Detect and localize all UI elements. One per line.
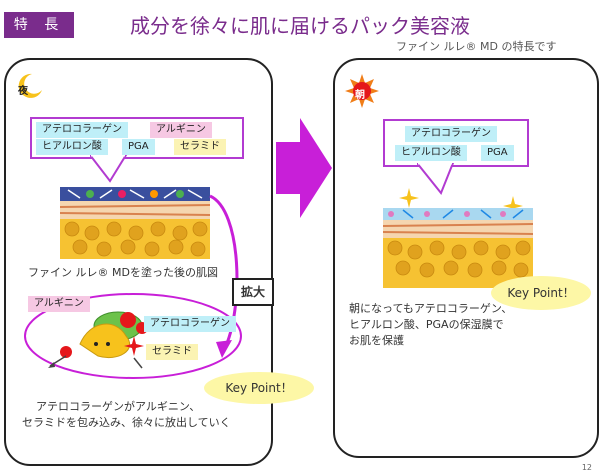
night-skin-caption: ファイン ルレ® MDを塗った後の肌図 [28,266,218,279]
morning-description-line1: 朝になってもアテロコラーゲン、 [349,302,513,315]
night-description-line2: セラミドを包み込み、徐々に放出していく [22,416,231,429]
zoom-molecule-art [48,311,148,369]
tag-pga-morning: PGA [481,145,514,161]
zoom-label: 拡大 [232,278,274,306]
night-description-line1: アテロコラーゲンがアルギニン、 [36,400,201,413]
morning-description-line2: ヒアルロン酸、PGAの保湿膜で [349,318,504,331]
night-label: 夜 [18,86,28,97]
tag-ceramide: セラミド [174,139,226,155]
page-title: 成分を徐々に肌に届けるパック美容液 [130,14,470,38]
night-panel: 夜 アテロコラーゲン アルギニン ヒアルロン酸 PGA セラミド [4,58,314,466]
page-number: 12 [581,463,592,472]
tag-atelocollagen: アテロコラーゲン [36,122,128,138]
night-ingredient-callout: アテロコラーゲン アルギニン ヒアルロン酸 PGA セラミド [30,117,244,159]
tag-atelocollagen-morning: アテロコラーゲン [405,126,497,142]
morning-panel: 朝 アテロコラーゲン ヒアルロン酸 PGA [333,58,599,458]
zoom-tag-ceramide: セラミド [146,344,198,360]
night-key-point: Key Point！ [204,372,314,404]
zoom-oval [24,293,242,379]
morning-description-line3: お肌を保護 [349,334,404,347]
callout-pointer [90,155,128,183]
morning-skin-diagram [383,208,533,288]
zoom-arrow [209,194,239,358]
tag-hyaluronic-acid: ヒアルロン酸 [36,139,108,155]
feature-badge: 特 長 [4,12,74,38]
tag-hyaluronic-acid-morning: ヒアルロン酸 [395,145,467,161]
sparkle-icon-left [399,188,419,208]
sparkle-icon-right [503,196,523,216]
morning-label: 朝 [355,90,365,101]
zoom-tag-atelocollagen: アテロコラーゲン [144,316,236,332]
night-skin-diagram [60,187,210,259]
morning-ingredient-callout: アテロコラーゲン ヒアルロン酸 PGA [383,119,529,167]
zoom-tag-arginine: アルギニン [28,296,90,312]
page-subtitle: ファイン ルレ® MD の特長です [396,40,557,53]
morning-callout-pointer [417,163,455,195]
transition-arrow [276,118,332,218]
sparkle-icon [124,336,144,356]
moon-icon [18,73,42,98]
tag-arginine: アルギニン [150,122,212,138]
morning-key-point: Key Point！ [491,276,591,310]
sun-icon [345,74,379,108]
tag-pga: PGA [122,139,155,155]
